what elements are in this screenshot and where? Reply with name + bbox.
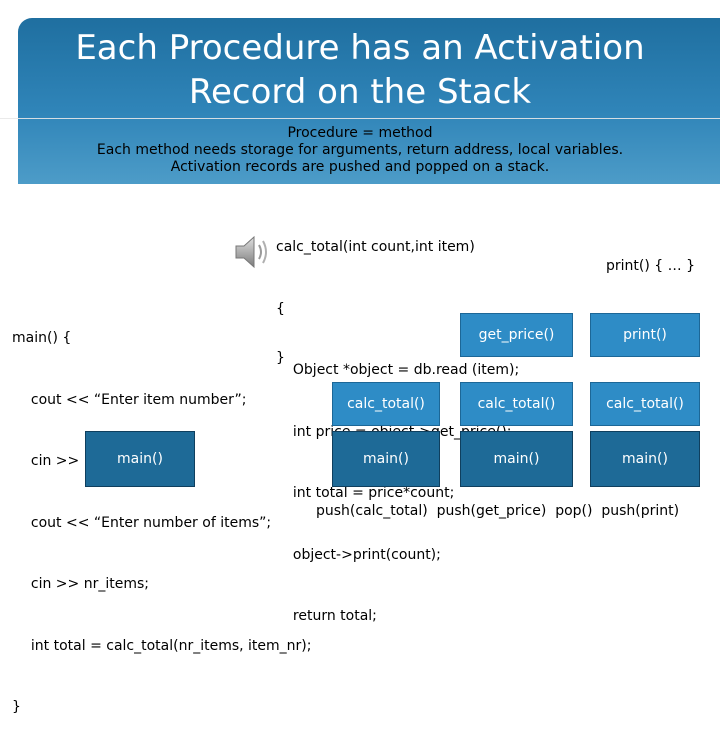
stack-operations-label: push(calc_total) push(get_price) pop() p… xyxy=(316,503,680,519)
stack-1-main: main() xyxy=(85,431,195,487)
code-line: } xyxy=(276,350,285,366)
code-line: int total = calc_total(nr_items, item_nr… xyxy=(22,637,312,654)
slide-title: Each Procedure has an Activation Record … xyxy=(75,28,645,112)
stack-2-calc-total: calc_total() xyxy=(332,382,440,426)
stack-3-main: main() xyxy=(460,431,573,487)
code-line: cout << “Enter number of items”; xyxy=(22,514,272,531)
code-line: { xyxy=(276,300,285,317)
stack-4-print: print() xyxy=(590,313,700,357)
code-line: object->print(count); xyxy=(284,546,441,563)
code-line: } xyxy=(12,699,21,715)
subtitle-line: Each method needs storage for arguments,… xyxy=(96,142,624,158)
subtitle-line: Procedure = method xyxy=(287,125,433,141)
stack-4-main: main() xyxy=(590,431,700,487)
stack-4-calc-total: calc_total() xyxy=(590,382,700,426)
print-function-label: print() { … } xyxy=(606,258,695,274)
divider-line xyxy=(0,118,720,119)
stack-2-main: main() xyxy=(332,431,440,487)
subtitle-line: Activation records are pushed and popped… xyxy=(170,159,550,175)
code-line: return total; xyxy=(284,608,377,624)
code-line: cin >> nr_items; xyxy=(22,576,149,592)
code-line: int total = price*count; xyxy=(284,485,455,501)
title-band xyxy=(18,18,720,184)
speaker-icon[interactable] xyxy=(232,232,276,276)
code-line: main() { xyxy=(12,330,72,346)
main-code: main() { cout << “Enter item number”; ci… xyxy=(12,287,311,738)
subtitle: Procedure = method Each method needs sto… xyxy=(18,125,702,176)
stack-3-get-price: get_price() xyxy=(460,313,573,357)
stack-3-calc-total: calc_total() xyxy=(460,382,573,426)
code-line: Object *object = db.read (item); xyxy=(284,362,520,378)
code-line: cout << “Enter item number”; xyxy=(22,391,247,408)
code-line: calc_total(int count,int item) xyxy=(276,239,475,255)
